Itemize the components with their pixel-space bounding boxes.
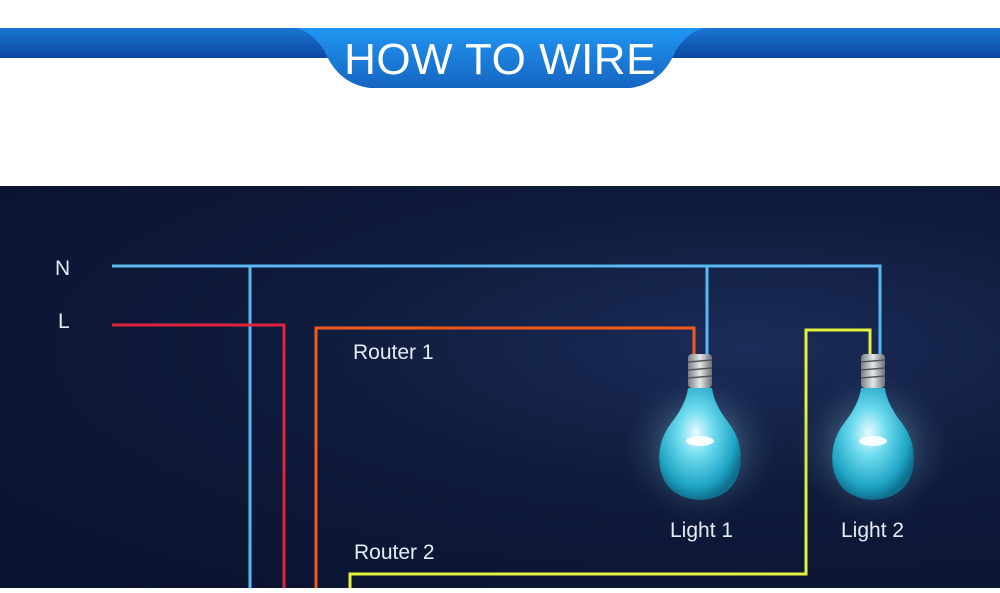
light-bulb-1-icon bbox=[620, 354, 780, 528]
wiring-diagram-panel: N L Router 1 Router 2 Light 1 Light 2 bbox=[0, 186, 1000, 588]
live-label: L bbox=[58, 310, 70, 333]
neutral-wire bbox=[112, 264, 882, 354]
router1-label: Router 1 bbox=[353, 341, 434, 364]
light1-label: Light 1 bbox=[670, 519, 734, 542]
header-tab bbox=[295, 28, 705, 88]
wiring-diagram bbox=[112, 264, 953, 588]
neutral-label: N bbox=[55, 257, 71, 280]
router1-wire bbox=[314, 326, 696, 588]
light-bulb-2-icon bbox=[793, 354, 953, 528]
router2-label: Router 2 bbox=[354, 541, 435, 564]
header-banner bbox=[0, 28, 1000, 88]
page-title: HOW TO WIRE bbox=[344, 35, 656, 84]
light2-label: Light 2 bbox=[841, 519, 905, 542]
live-wire bbox=[112, 323, 286, 588]
